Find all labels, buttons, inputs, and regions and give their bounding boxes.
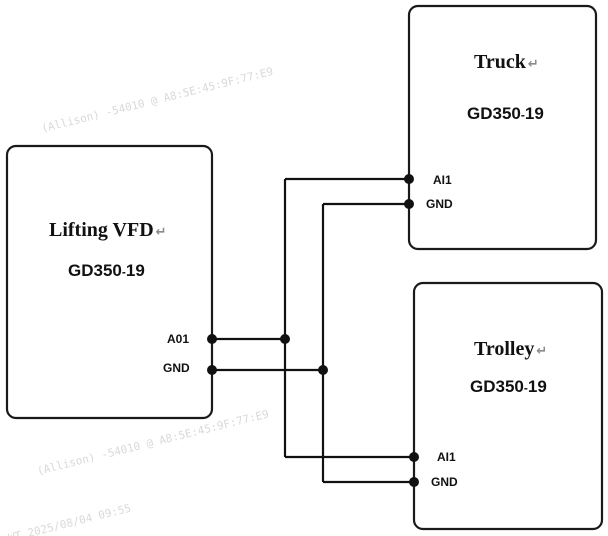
junctions [207, 174, 419, 487]
junction-dot-ground [318, 365, 328, 375]
truck-model: GD350-19 [467, 104, 544, 123]
lifting-vfd-frame [5, 144, 214, 420]
truck-pin-ai1: AI1 [433, 173, 452, 187]
truck-pin-gnd: GND [426, 197, 453, 211]
trolley-pin-gnd: GND [431, 475, 458, 489]
lifting-vfd-model: GD350-19 [68, 261, 145, 280]
terminal-dot-truck-ai1 [404, 174, 414, 184]
wires [212, 177, 414, 484]
trolley-pin-ai1: AI1 [437, 450, 456, 464]
terminal-dot-lifting-gnd [207, 365, 217, 375]
lifting-vfd-box: Lifting VFD↵ GD350-19 A01 GND [5, 144, 214, 420]
trolley-box: Trolley↵ GD350-19 AI1 GND [412, 281, 604, 531]
truck-box: Truck↵ GD350-19 AI1 GND [407, 4, 598, 251]
trolley-frame [412, 281, 604, 531]
watermark-line2: WT 2025/08/04 09:55 [7, 502, 132, 536]
lifting-pin-a01: A01 [167, 332, 189, 346]
lifting-vfd-title: Lifting VFD↵ [49, 219, 167, 241]
lifting-pin-gnd: GND [163, 361, 190, 375]
watermark-line1: (Allison) -54010 @ A8:5E:45:9F:77:E9 [40, 65, 274, 135]
terminal-dot-trolley-gnd [409, 477, 419, 487]
terminal-dot-truck-gnd [404, 199, 414, 209]
terminal-dot-lifting-a01 [207, 334, 217, 344]
trolley-model: GD350-19 [470, 377, 547, 396]
terminal-dot-trolley-ai1 [409, 452, 419, 462]
truck-frame [407, 4, 598, 251]
junction-dot-signal [280, 334, 290, 344]
watermark-lower: (Allison) -54010 @ A8:5E:45:9F:77:E9 WT … [7, 407, 270, 536]
trolley-title: Trolley↵ [474, 338, 547, 360]
truck-title: Truck↵ [474, 51, 539, 73]
